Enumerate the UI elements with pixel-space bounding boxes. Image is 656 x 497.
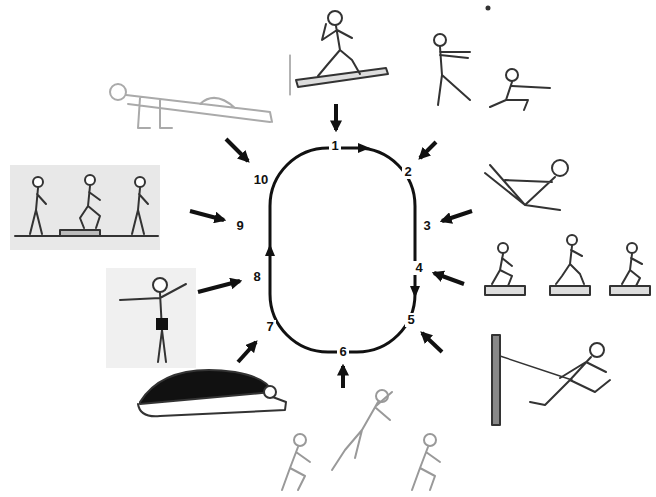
callout-number: 7 [264, 320, 275, 334]
arm-swing-figure [106, 268, 196, 368]
callout-number: 5 [405, 313, 416, 327]
callout-number: 4 [413, 261, 424, 275]
direction-arrow [265, 244, 275, 256]
balance-board-figure [290, 11, 388, 95]
direction-arrow [410, 286, 420, 298]
callout-number: 10 [252, 173, 270, 187]
callout-number: 2 [402, 165, 413, 179]
hurdle-jump-figures [10, 165, 160, 250]
push-up-figure [110, 84, 272, 128]
resisted-sprint-figure [492, 335, 610, 425]
callout-number: 3 [421, 219, 432, 233]
station-pointers [190, 104, 472, 388]
circuit-loop [270, 148, 415, 352]
callout-number: 8 [251, 270, 262, 284]
direction-arrow [358, 143, 370, 153]
bench-jump-figures [485, 235, 650, 295]
callout-number: 1 [329, 139, 340, 153]
callout-number: 6 [337, 345, 348, 359]
v-sit-figure [485, 160, 568, 210]
jump-squat-figures [282, 390, 440, 490]
callout-number: 9 [234, 219, 245, 233]
kick-squat-figures [434, 7, 550, 111]
seated-bend-figure [138, 370, 286, 416]
